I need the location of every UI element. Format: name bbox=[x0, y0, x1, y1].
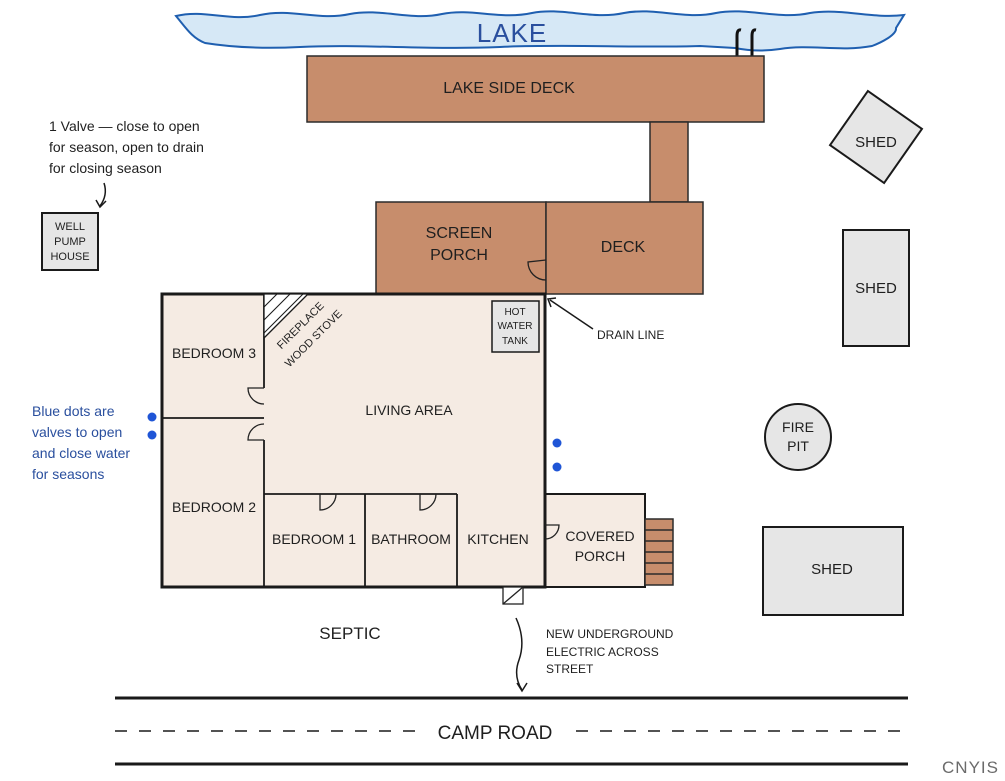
electric-note-line-3: STREET bbox=[546, 662, 594, 676]
screen-porch-label-line-1: SCREEN bbox=[426, 225, 493, 242]
hot-water-tank: HOT WATER TANK bbox=[491, 300, 540, 353]
arrow-icon bbox=[515, 617, 528, 693]
shed-middle-box bbox=[842, 229, 910, 347]
valve-dot-icon bbox=[147, 412, 562, 472]
valve-note-line-2: for season, open to drain bbox=[49, 139, 204, 155]
covered-porch-label-line-1: COVERED bbox=[565, 528, 634, 544]
well-pump-house: WELL PUMP HOUSE bbox=[41, 212, 99, 271]
well-pump-house-line-1: WELL bbox=[55, 221, 85, 233]
shed-middle-label: SHED bbox=[855, 280, 897, 297]
exterior-walls bbox=[160, 292, 547, 589]
shed-top-box bbox=[828, 89, 924, 185]
deck-structure bbox=[306, 55, 765, 295]
drain-line: DRAIN LINE bbox=[546, 297, 664, 342]
fire-pit: FIRE PIT bbox=[764, 403, 832, 471]
lake-water bbox=[174, 10, 906, 52]
door-swing-icon bbox=[247, 387, 560, 605]
covered-porch-label-line-2: PORCH bbox=[575, 548, 626, 564]
well-pump-house-line-3: HOUSE bbox=[50, 251, 89, 263]
deck bbox=[545, 201, 704, 295]
electric-note: NEW UNDERGROUND ELECTRIC ACROSS STREET bbox=[515, 617, 674, 693]
blue-dots-note-line-4: for seasons bbox=[32, 466, 104, 482]
shed-middle: SHED bbox=[842, 229, 910, 347]
drain-line-label: DRAIN LINE bbox=[597, 328, 664, 342]
camp-road-label: CAMP ROAD bbox=[438, 723, 553, 744]
steps-icon bbox=[644, 518, 674, 586]
valve-note-line-1: 1 Valve — close to open bbox=[49, 118, 200, 134]
shed-bottom-label: SHED bbox=[811, 561, 853, 578]
lake-label: LAKE bbox=[477, 18, 548, 48]
door-swing-icon bbox=[527, 259, 547, 281]
blue-dots-note-line-1: Blue dots are bbox=[32, 403, 115, 419]
bedroom-3-label: BEDROOM 3 bbox=[172, 345, 256, 361]
bathroom-label: BATHROOM bbox=[371, 531, 451, 547]
main-house: FIREPLACE WOOD STOVE HOT WATER TANK LIVI… bbox=[147, 292, 674, 605]
fire-pit-label-line-2: PIT bbox=[787, 438, 809, 454]
shed-top-label: SHED bbox=[855, 134, 897, 151]
bedroom-1-label: BEDROOM 1 bbox=[272, 531, 356, 547]
hot-water-tank-line-1: HOT bbox=[504, 307, 525, 318]
bedroom-2-label: BEDROOM 2 bbox=[172, 499, 256, 515]
blue-dots-note: Blue dots are valves to open and close w… bbox=[32, 403, 130, 482]
fire-pit-circle bbox=[764, 403, 832, 471]
valve-note: 1 Valve — close to open for season, open… bbox=[49, 118, 204, 209]
shed-bottom-box bbox=[762, 526, 904, 616]
electric-note-line-2: ELECTRIC ACROSS bbox=[546, 645, 659, 659]
deck-label: DECK bbox=[601, 239, 646, 256]
lake: LAKE bbox=[174, 10, 906, 56]
lake-side-deck-label: LAKE SIDE DECK bbox=[443, 80, 575, 97]
living-area-label: LIVING AREA bbox=[365, 402, 453, 418]
lake-side-deck bbox=[306, 55, 765, 123]
blue-dots-note-line-3: and close water bbox=[32, 445, 130, 461]
deck-walkway bbox=[649, 121, 689, 203]
valve-note-line-3: for closing season bbox=[49, 160, 162, 176]
hot-water-tank-box bbox=[491, 300, 540, 353]
hot-water-tank-line-3: TANK bbox=[502, 336, 528, 347]
shed-bottom: SHED bbox=[762, 526, 904, 616]
septic-label: SEPTIC bbox=[319, 624, 380, 643]
hot-water-tank-line-2: WATER bbox=[498, 321, 533, 332]
watermark: CNYIS bbox=[942, 758, 999, 777]
camp-road: CAMP ROAD bbox=[115, 696, 908, 766]
well-pump-house-line-2: PUMP bbox=[54, 236, 86, 248]
well-pump-house-box bbox=[41, 212, 99, 271]
electric-note-line-1: NEW UNDERGROUND bbox=[546, 627, 674, 641]
blue-dots-note-line-2: valves to open bbox=[32, 424, 122, 440]
house-floor bbox=[162, 294, 545, 587]
arrow-icon bbox=[546, 297, 594, 330]
kitchen-label: KITCHEN bbox=[467, 531, 528, 547]
fire-pit-label-line-1: FIRE bbox=[782, 419, 814, 435]
arrow-icon bbox=[95, 182, 107, 209]
shed-top: SHED bbox=[828, 89, 924, 185]
screen-porch-label-line-2: PORCH bbox=[430, 247, 488, 264]
ladder-icon bbox=[735, 28, 757, 56]
